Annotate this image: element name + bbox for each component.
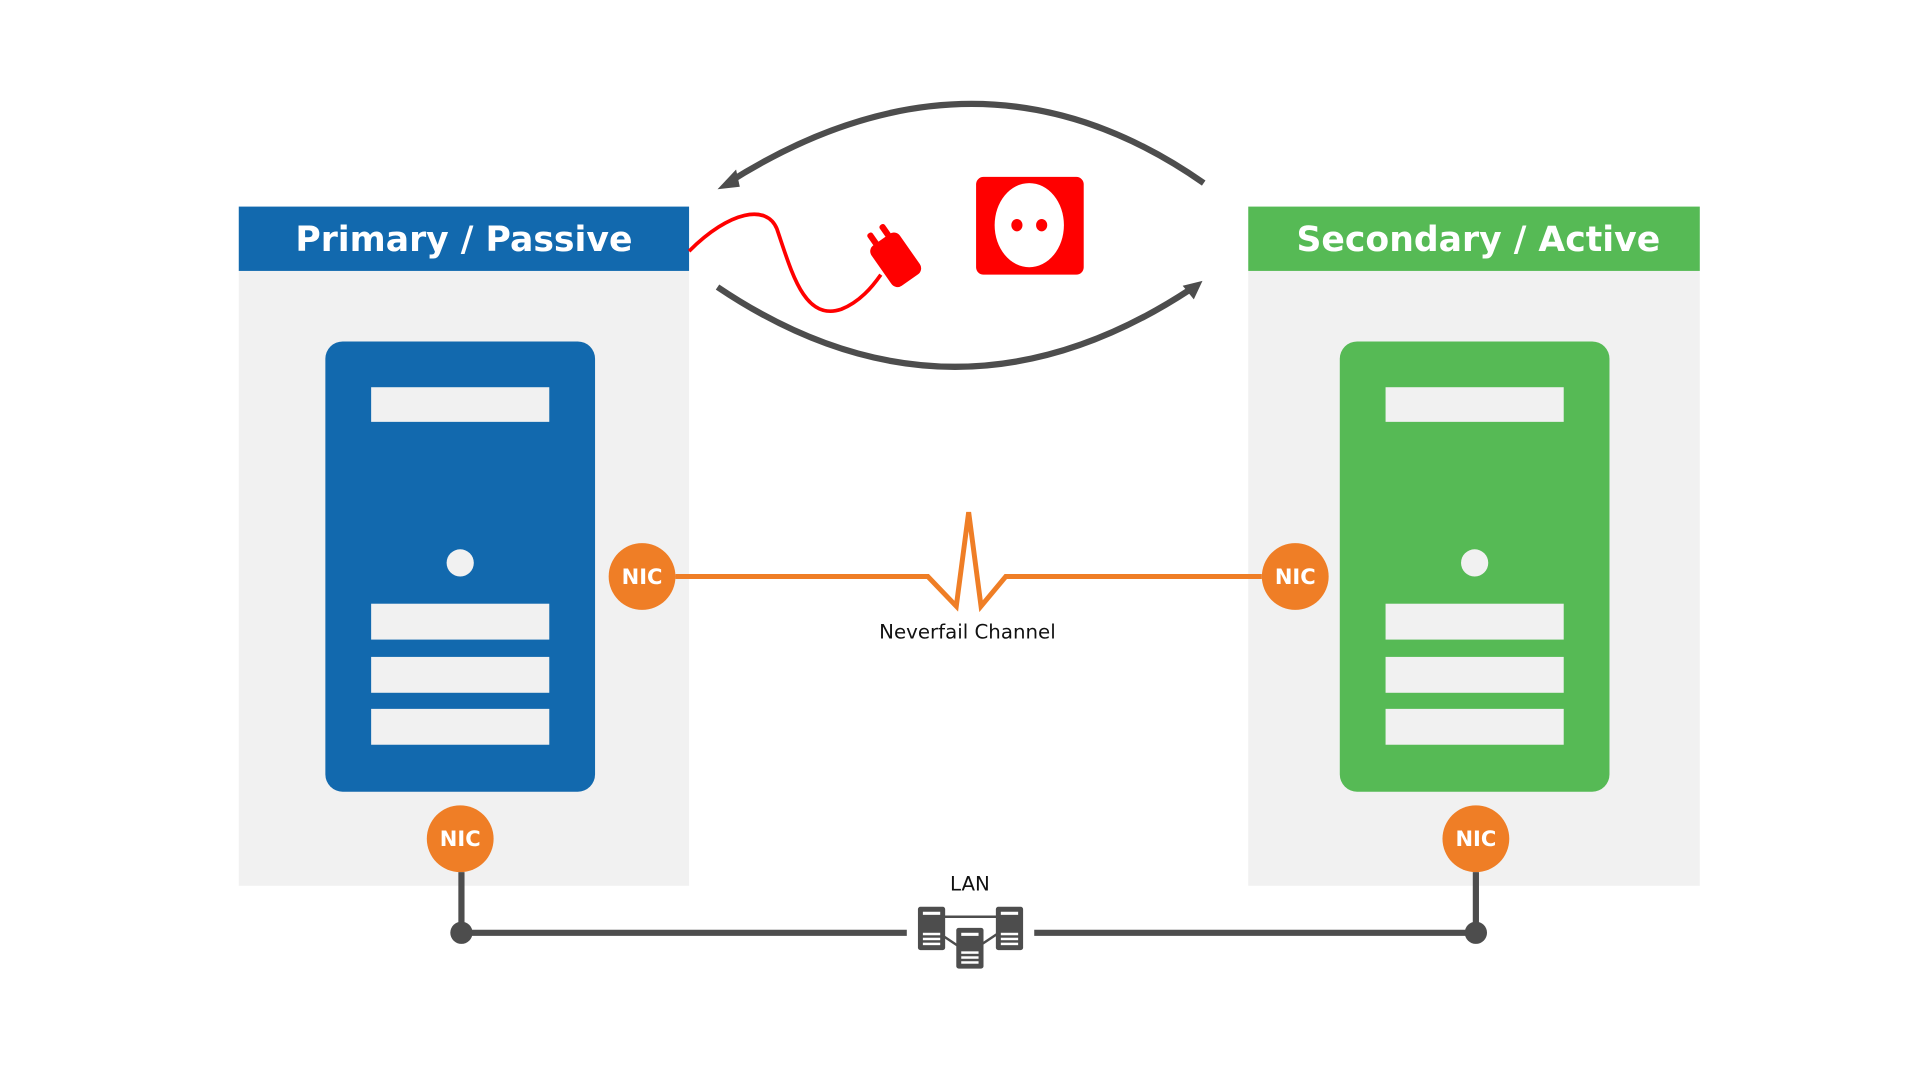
secondary-node: Secondary / Active <box>1248 206 1700 886</box>
arrow-right-curved-icon <box>715 280 1203 370</box>
svg-text:NIC: NIC <box>440 826 481 851</box>
primary-title: Primary / Passive <box>295 220 632 260</box>
primary-server-icon <box>325 341 596 792</box>
power-plug-icon <box>687 212 922 313</box>
secondary-title: Secondary / Active <box>1296 220 1660 260</box>
secondary-channel-nic: NIC <box>1261 543 1329 610</box>
primary-header <box>238 206 690 271</box>
primary-channel-nic: NIC <box>608 543 676 610</box>
secondary-lan-nic: NIC <box>1442 805 1510 873</box>
power-socket-icon <box>976 176 1084 275</box>
svg-text:NIC: NIC <box>1455 826 1496 851</box>
neverfail-channel: Neverfail Channel <box>675 511 1262 643</box>
svg-text:NIC: NIC <box>622 564 663 589</box>
primary-node: Primary / Passive <box>238 206 690 886</box>
secondary-server-icon <box>1339 341 1610 792</box>
primary-lan-nic: NIC <box>426 805 494 873</box>
lan-label: LAN <box>950 873 990 896</box>
channel-label: Neverfail Channel <box>879 620 1056 643</box>
lan-connection: LAN <box>450 872 1488 944</box>
secondary-header <box>1248 206 1700 271</box>
network-servers-icon <box>917 906 1024 969</box>
arrow-left-curved-icon <box>717 100 1206 190</box>
svg-text:NIC: NIC <box>1275 564 1316 589</box>
